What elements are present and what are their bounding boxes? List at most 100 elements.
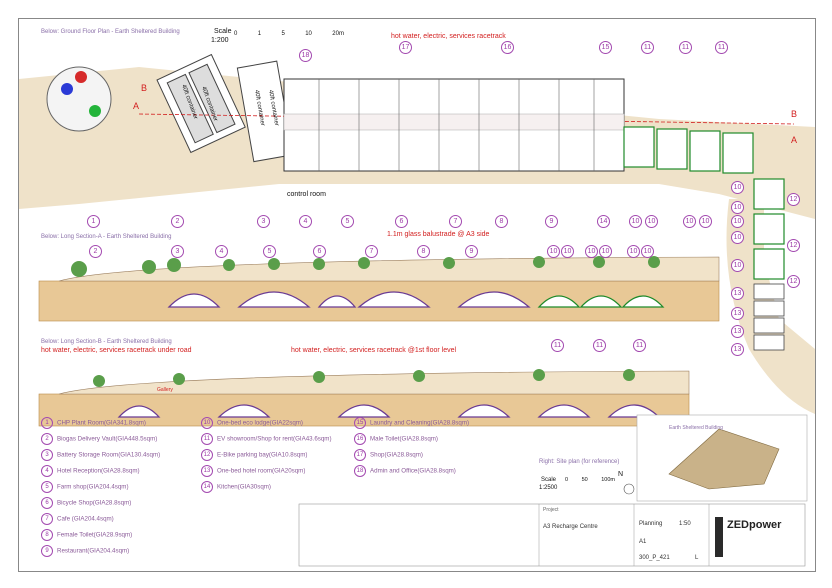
room-number: 15	[599, 41, 612, 54]
site-scale-tick: 0	[565, 477, 569, 483]
legend-number: 1	[41, 417, 53, 429]
plan-title: Below: Ground Floor Plan - Earth Shelter…	[41, 29, 180, 35]
legend-number: 18	[354, 465, 366, 477]
legend-text: Biogas Delivery Vault(GIA448.5sqm)	[57, 435, 158, 443]
room-number: 17	[399, 41, 412, 54]
legend-item: 18 Admin and Office(GIA28.8sqm)	[354, 465, 456, 477]
section-a-title: Below: Long Section-A - Earth Sheltered …	[41, 234, 172, 240]
legend-text: Laundry and Cleaning(GIA28.8sqm)	[370, 419, 470, 427]
room-number: 13	[731, 343, 744, 356]
room-number: 10	[731, 181, 744, 194]
plan-scale-tick: 20m	[332, 31, 344, 37]
room-number: 4	[215, 245, 228, 258]
room-number: 16	[501, 41, 514, 54]
plan-scale-label: Scale	[214, 28, 232, 35]
room-number: 11	[593, 339, 606, 352]
room-number: 10	[731, 201, 744, 214]
room-number: 8	[495, 215, 508, 228]
room-number: 5	[341, 215, 354, 228]
plan-scale-ratio: 1:200	[211, 37, 229, 44]
room-number: 3	[171, 245, 184, 258]
legend-number: 9	[41, 545, 53, 557]
legend-number: 4	[41, 465, 53, 477]
site-scale-label: Scale	[541, 477, 557, 483]
legend-text: Cafe (GIA204.4sqm)	[57, 515, 114, 523]
room-number: 10	[645, 215, 658, 228]
room-number: 11	[633, 339, 646, 352]
legend-text: Admin and Office(GIA28.8sqm)	[370, 467, 456, 475]
legend-text: EV showroom/Shop for rent(GIA43.6sqm)	[217, 435, 332, 443]
plan-scale-tick: 10	[305, 31, 312, 37]
control-room-label: control room	[287, 191, 326, 198]
drawing-number: 300_P_421	[639, 555, 670, 561]
project-label: Project	[543, 507, 559, 513]
room-number: 10	[641, 245, 654, 258]
room-number: 18	[299, 49, 312, 62]
legend-number: 11	[201, 433, 213, 445]
section-b-title: Below: Long Section-B - Earth Sheltered …	[41, 339, 172, 345]
room-number: 4	[299, 215, 312, 228]
legend-number: 7	[41, 513, 53, 525]
site-building-label: Earth Sheltered Building	[669, 425, 723, 431]
legend-text: One-bed eco lodge(GIA22sqm)	[217, 419, 303, 427]
plan-scale-tick: 1	[257, 31, 262, 37]
legend-item: 17 Shop(GIA28.8sqm)	[354, 449, 423, 461]
section-a-marker-right: A	[791, 135, 798, 145]
site-scale-ratio: 1:2500	[539, 485, 558, 491]
legend-text: CHP Plant Room(GIA341.8sqm)	[57, 419, 146, 427]
north-arrow-icon: N	[618, 471, 624, 478]
legend-number: 2	[41, 433, 53, 445]
section-b-marker-left: B	[141, 83, 148, 93]
site-plan-caption: Right: Site plan (for reference)	[539, 459, 620, 465]
legend-number: 6	[41, 497, 53, 509]
room-number: 5	[263, 245, 276, 258]
legend-number: 17	[354, 449, 366, 461]
legend-text: E-Bike parking bay(GIA10.8sqm)	[217, 451, 308, 459]
room-number: 11	[679, 41, 692, 54]
room-number: 1	[87, 215, 100, 228]
room-number: 2	[89, 245, 102, 258]
sheet-size-value: A1	[639, 539, 647, 545]
room-number: 12	[787, 239, 800, 252]
room-number: 10	[699, 215, 712, 228]
room-number: 10	[731, 215, 744, 228]
room-number: 10	[547, 245, 560, 258]
room-number: 12	[787, 275, 800, 288]
legend-text: Battery Storage Room(GIA130.4sqm)	[57, 451, 161, 459]
room-number: 10	[561, 245, 574, 258]
room-number: 3	[257, 215, 270, 228]
legend-item: 2 Biogas Delivery Vault(GIA448.5sqm)	[41, 433, 157, 445]
legend-text: Hotel Reception(GIA28.8sqm)	[57, 467, 140, 475]
scale-value: 1:50	[679, 521, 691, 527]
room-number: 8	[417, 245, 430, 258]
room-number: 10	[585, 245, 598, 258]
room-number: 7	[449, 215, 462, 228]
legend-number: 10	[201, 417, 213, 429]
legend-item: 15 Laundry and Cleaning(GIA28.8sqm)	[354, 417, 469, 429]
plan-scale-tick: 5	[281, 31, 285, 37]
legend-item: 11 EV showroom/Shop for rent(GIA43.6sqm)	[201, 433, 332, 445]
room-number: 10	[627, 245, 640, 258]
project-name: A3 Recharge Centre	[543, 524, 598, 530]
plan-scale-tick: 0	[234, 31, 238, 37]
room-number: 10	[731, 231, 744, 244]
services-note: hot water, electric, services racetrack	[391, 33, 506, 40]
room-number: 10	[731, 259, 744, 272]
gallery-label: Gallery	[157, 387, 173, 393]
legend-number: 14	[201, 481, 213, 493]
drawing-sheet: Below: Ground Floor Plan - Earth Shelter…	[18, 18, 816, 572]
legend-number: 5	[41, 481, 53, 493]
section-b-marker-right: B	[791, 109, 798, 119]
legend-number: 15	[354, 417, 366, 429]
legend-text: Shop(GIA28.8sqm)	[370, 451, 423, 459]
balustrade-note: 1.1m glass balustrade @ A3 side	[387, 231, 490, 238]
legend-item: 10 One-bed eco lodge(GIA22sqm)	[201, 417, 303, 429]
legend-item: 7 Cafe (GIA204.4sqm)	[41, 513, 114, 525]
room-number: 6	[395, 215, 408, 228]
